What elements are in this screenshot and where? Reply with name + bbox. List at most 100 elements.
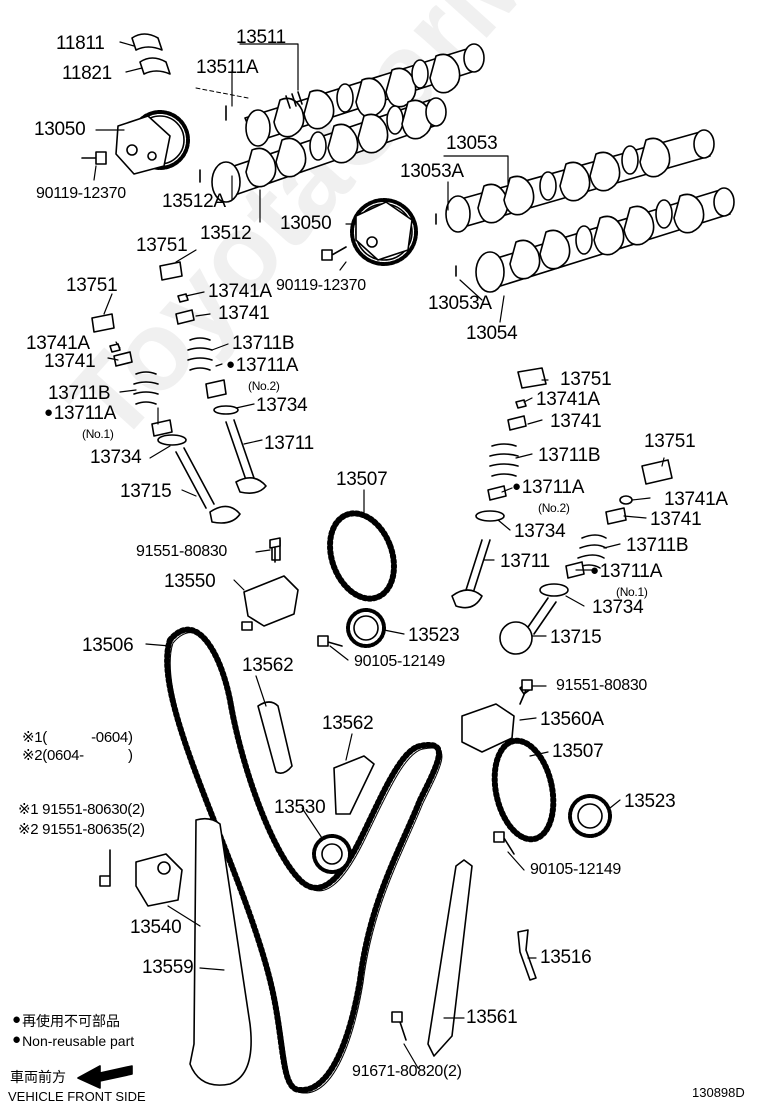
oil-jet-13516 (517, 929, 537, 981)
valve-train-right-2 (499, 459, 673, 655)
label-13715-a: 13715 (120, 481, 172, 502)
label-13050-left: 13050 (34, 119, 86, 140)
label-13711B-d: 13711B (626, 535, 689, 556)
label-13561: 13561 (466, 1007, 518, 1028)
tensioner-13540 (135, 853, 183, 907)
label-13507-upper: 13507 (336, 469, 388, 490)
label-13741-c: 13741 (550, 411, 602, 432)
label-13711B-c: 13711B (538, 445, 601, 466)
valve-train-left-2 (91, 313, 241, 524)
vvt-gear-13050-left (115, 110, 190, 175)
chain-guide-13562-left (257, 701, 293, 774)
camshaft-13054 (475, 187, 735, 293)
label-13054: 13054 (466, 323, 518, 344)
label-13511: 13511 (236, 27, 286, 48)
label-13741-b: 13741 (44, 351, 96, 372)
leader-lines-lower (103, 249, 665, 1069)
label-13741A-a: 13741A (208, 281, 272, 302)
bolt-90119-left (81, 151, 107, 165)
leader-lines (93, 41, 509, 323)
label-13711A-a: 13711A (226, 356, 299, 375)
label-13053A-top: 13053A (400, 161, 464, 182)
front-side-jp: 車両前方 (10, 1069, 66, 1085)
label-91671-80820: 91671-80820(2) (352, 1063, 462, 1080)
front-arrow-icon (77, 1065, 133, 1089)
label-90119-left: 90119-12370 (36, 185, 126, 202)
label-90119-right: 90119-12370 (276, 277, 366, 294)
label-90105-12149-a: 90105-12149 (354, 653, 446, 670)
label-13562-left: 13562 (242, 655, 294, 676)
label-13734-b: 13734 (90, 447, 142, 468)
chain-guide-13562-right (333, 755, 375, 815)
timing-chain-13506 (164, 626, 443, 1094)
label-13512: 13512 (200, 223, 252, 244)
label-13560A: 13560A (540, 709, 604, 730)
label-13523-upper: 13523 (408, 625, 460, 646)
valve-train-right (451, 367, 547, 609)
label-13511A: 13511A (196, 57, 259, 78)
timing-chain-13507-upper (327, 510, 397, 602)
label-13711-c: 13711 (500, 551, 550, 572)
sprocket-13523-upper (346, 608, 386, 648)
label-13523-lower: 13523 (624, 791, 676, 812)
label-13734-d: 13734 (592, 597, 644, 618)
label-13741-d: 13741 (650, 509, 702, 530)
label-13734-c: 13734 (514, 521, 566, 542)
label-13711-a: 13711 (264, 433, 314, 454)
note-3: ※1 91551-80630(2) (18, 801, 145, 818)
vvt-gear-13050-right (350, 198, 418, 266)
note-1: ※1( -0604) (22, 729, 133, 746)
label-13751-a: 13751 (136, 235, 188, 256)
label-13540: 13540 (130, 917, 182, 938)
label-no1-b: (No.1) (616, 585, 648, 599)
diagram-id: 130898D (692, 1085, 745, 1100)
camshaft-13053 (445, 129, 715, 233)
sprocket-13523-lower (568, 794, 612, 838)
label-no1-a: (No.1) (82, 427, 114, 441)
camshaft-13512 (211, 97, 447, 203)
label-no2-a: (No.2) (248, 379, 280, 393)
label-13512A: 13512A (162, 191, 226, 212)
chain-guide-13561 (427, 859, 473, 1057)
label-11811: 11811 (56, 33, 105, 54)
chain-slipper-13559 (189, 817, 252, 1086)
label-11821: 11821 (62, 63, 112, 84)
camshaft-13511 (244, 43, 485, 147)
valve-train-left (159, 261, 267, 494)
label-13741A-b: 13741A (26, 333, 90, 354)
label-13562-right: 13562 (322, 713, 374, 734)
timing-chain-13507-lower (491, 737, 557, 843)
label-13516: 13516 (540, 947, 592, 968)
label-13711A-b: 13711A (44, 404, 117, 423)
label-13053: 13053 (446, 133, 498, 154)
label-13741A-c: 13741A (536, 389, 600, 410)
legend-jp: 再使用不可部品 (12, 1012, 120, 1028)
label-13550: 13550 (164, 571, 216, 592)
label-13715-d: 13715 (550, 627, 602, 648)
legend-en: Non-reusable part (12, 1032, 134, 1048)
label-13506: 13506 (82, 635, 134, 656)
label-13507-lower: 13507 (552, 741, 604, 762)
tensioner-13550 (241, 539, 299, 631)
bolts (99, 537, 533, 1041)
label-90105-12149-b: 90105-12149 (530, 861, 622, 878)
note-2: ※2(0604- ) (22, 747, 133, 764)
label-13751-c: 13751 (560, 369, 612, 390)
label-13711B-a: 13711B (232, 333, 295, 354)
label-13711B-b: 13711B (48, 383, 111, 404)
label-13741A-d: 13741A (664, 489, 728, 510)
front-side-en: VEHICLE FRONT SIDE (8, 1089, 146, 1104)
bearing-cap-11811 (131, 33, 171, 75)
bolt-90119-right (321, 246, 347, 261)
label-13053A-bottom: 13053A (428, 293, 492, 314)
label-13559: 13559 (142, 957, 194, 978)
label-13711A-c: 13711A (512, 478, 585, 497)
note-4: ※2 91551-80635(2) (18, 821, 145, 838)
label-13530: 13530 (274, 797, 326, 818)
label-13751-d: 13751 (644, 431, 696, 452)
label-13734-a: 13734 (256, 395, 308, 416)
label-13050-right: 13050 (280, 213, 332, 234)
label-no2-b: (No.2) (538, 501, 570, 515)
